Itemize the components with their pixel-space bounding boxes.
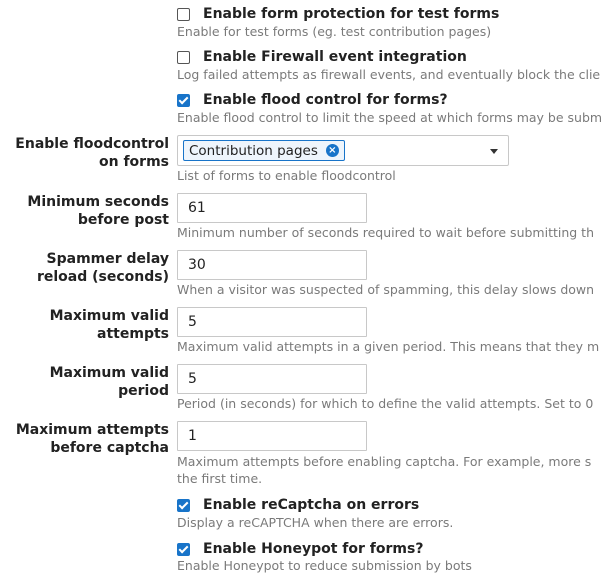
form-protection-row: Enable form protection for test forms xyxy=(177,4,499,24)
floodcontrol-forms-label: Enable floodcontrol on forms xyxy=(0,135,169,171)
max-valid-attempts-input[interactable]: 5 xyxy=(177,307,367,337)
max-attempts-captcha-description-line1: Maximum attempts before enabling captcha… xyxy=(177,454,592,469)
form-protection-label[interactable]: Enable form protection for test forms xyxy=(203,6,500,22)
max-attempts-captcha-description-line2: the first time. xyxy=(177,471,263,486)
max-valid-attempts-label: Maximum valid attempts xyxy=(0,307,169,343)
min-seconds-label: Minimum seconds before post xyxy=(0,193,169,229)
recaptcha-row: Enable reCaptcha on errors xyxy=(177,495,419,515)
firewall-label[interactable]: Enable Firewall event integration xyxy=(203,49,467,65)
min-seconds-label-line1: Minimum seconds xyxy=(27,194,169,210)
flood-control-description: Enable flood control to limit the speed … xyxy=(177,110,602,125)
max-valid-period-input[interactable]: 5 xyxy=(177,364,367,394)
floodcontrol-forms-description: List of forms to enable floodcontrol xyxy=(177,168,396,183)
floodcontrol-forms-label-line2: on forms xyxy=(99,154,169,170)
max-attempts-captcha-input[interactable]: 1 xyxy=(177,421,367,451)
max-valid-period-description: Period (in seconds) for which to define … xyxy=(177,396,594,411)
min-seconds-label-line2: before post xyxy=(77,212,169,228)
spammer-delay-description: When a visitor was suspected of spamming… xyxy=(177,282,595,297)
flood-control-label[interactable]: Enable flood control for forms? xyxy=(203,92,448,108)
max-attempts-captcha-label: Maximum attempts before captcha xyxy=(0,421,169,457)
max-valid-period-label: Maximum valid period xyxy=(0,364,169,400)
spammer-delay-label-line1: Spammer delay xyxy=(46,251,169,267)
max-attempts-captcha-label-line1: Maximum attempts xyxy=(15,422,169,438)
floodcontrol-forms-label-line1: Enable floodcontrol xyxy=(15,136,169,152)
max-valid-period-label-line1: Maximum valid xyxy=(49,365,169,381)
max-valid-attempts-description: Maximum valid attempts in a given period… xyxy=(177,339,600,354)
remove-token-icon[interactable]: × xyxy=(325,144,339,157)
recaptcha-description: Display a reCAPTCHA when there are error… xyxy=(177,515,454,530)
spammer-delay-label: Spammer delay reload (seconds) xyxy=(0,250,169,286)
flood-control-row: Enable flood control for forms? xyxy=(177,90,448,110)
recaptcha-label[interactable]: Enable reCaptcha on errors xyxy=(203,497,420,513)
firewall-description: Log failed attempts as firewall events, … xyxy=(177,67,601,82)
form-protection-description: Enable for test forms (eg. test contribu… xyxy=(177,24,492,39)
spammer-delay-label-line2: reload (seconds) xyxy=(36,269,169,285)
selected-form-token: Contribution pages × xyxy=(183,140,345,161)
honeypot-label[interactable]: Enable Honeypot for forms? xyxy=(203,541,424,557)
firewall-row: Enable Firewall event integration xyxy=(177,47,467,67)
max-valid-attempts-label-line1: Maximum valid xyxy=(49,308,169,324)
selected-form-token-label: Contribution pages xyxy=(189,142,318,159)
chevron-down-icon[interactable] xyxy=(490,149,498,154)
floodcontrol-forms-select[interactable]: Contribution pages × xyxy=(177,135,509,166)
flood-control-checkbox[interactable] xyxy=(177,93,190,107)
honeypot-checkbox[interactable] xyxy=(177,542,190,556)
min-seconds-description: Minimum number of seconds required to wa… xyxy=(177,225,594,240)
max-attempts-captcha-label-line2: before captcha xyxy=(50,440,169,456)
firewall-checkbox[interactable] xyxy=(177,50,190,64)
spammer-delay-input[interactable]: 30 xyxy=(177,250,367,280)
honeypot-row: Enable Honeypot for forms? xyxy=(177,539,423,559)
min-seconds-input[interactable]: 61 xyxy=(177,193,367,223)
max-valid-period-label-line2: period xyxy=(118,383,169,399)
max-valid-attempts-label-line2: attempts xyxy=(97,326,169,342)
form-protection-checkbox[interactable] xyxy=(177,7,190,21)
recaptcha-checkbox[interactable] xyxy=(177,498,190,512)
honeypot-description: Enable Honeypot to reduce submission by … xyxy=(177,558,472,573)
